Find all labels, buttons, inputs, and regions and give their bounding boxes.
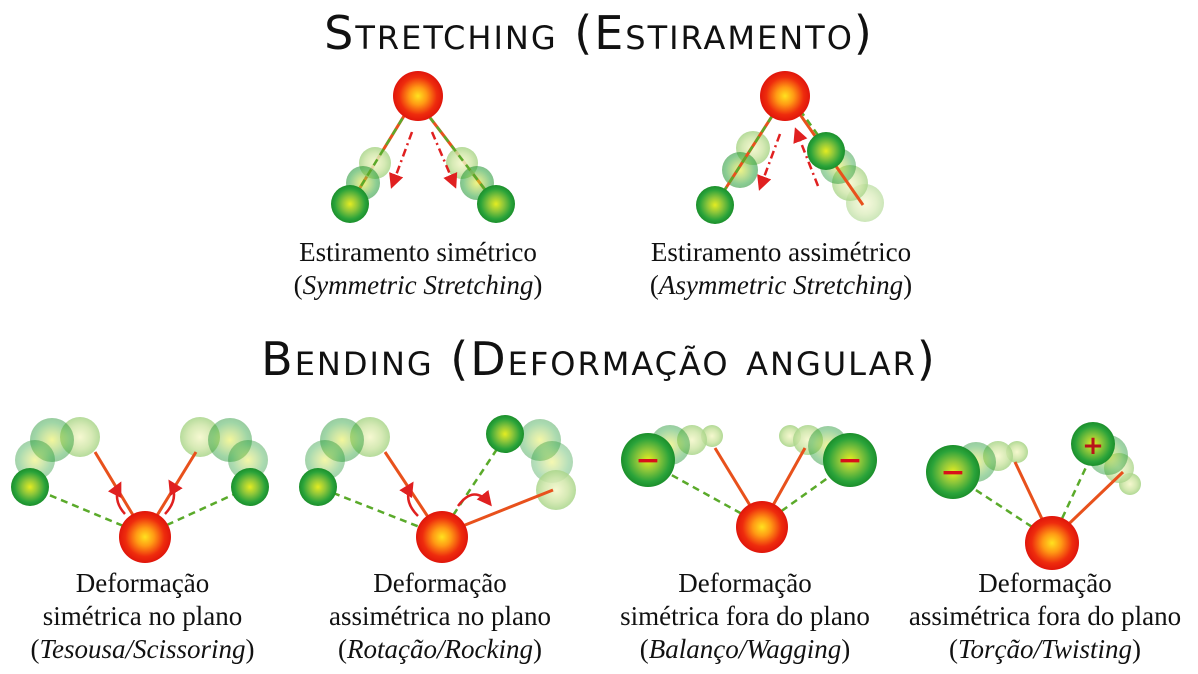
paren: ): [841, 634, 851, 664]
paren: ): [245, 634, 255, 664]
molecule-wagging: − −: [621, 425, 877, 553]
arrow: [399, 481, 419, 517]
english-name: Tesousa/Scissoring: [39, 634, 246, 664]
dashed-bond: [348, 97, 417, 205]
central-atom: [119, 511, 171, 563]
arrow: [793, 127, 820, 187]
dashed-bond: [438, 436, 507, 536]
outer-atom: [231, 468, 269, 506]
paren: (: [293, 270, 303, 300]
minus-sign: −: [635, 443, 660, 478]
outer-atom: [621, 433, 675, 487]
outer-atom: [696, 186, 734, 224]
paren: (: [649, 270, 659, 300]
ghost-atom: [536, 470, 576, 510]
outer-atom: [11, 468, 49, 506]
minus-sign: −: [837, 443, 862, 478]
stretching-title: Stretching (Estiramento): [324, 6, 874, 60]
paren: (: [338, 634, 348, 664]
central-atom: [416, 511, 468, 563]
outer-atom: [823, 433, 877, 487]
paren: (: [30, 634, 40, 664]
caption-wagging: Deformação simétrica fora do plano (Bala…: [595, 567, 895, 666]
caption-line: Deformação: [373, 568, 507, 598]
paren: ): [903, 270, 913, 300]
outer-atom: [1071, 422, 1115, 466]
arrow: [107, 481, 126, 515]
outer-atom: [477, 185, 515, 223]
english-name: Balanço/Wagging: [648, 634, 842, 664]
caption-line: assimétrica fora do plano: [908, 601, 1182, 631]
molecule-asymmetric-stretching: [696, 71, 884, 224]
central-atom: [760, 71, 810, 121]
ghost-atom: [722, 152, 758, 188]
english-name: Asymmetric Stretching: [658, 270, 904, 300]
caption-line: Estiramento simétrico: [299, 237, 537, 267]
dashed-bond: [798, 109, 832, 153]
caption-scissoring: Deformação simétrica no plano (Tesousa/S…: [0, 567, 285, 666]
central-atom: [1025, 516, 1079, 570]
caption-symmetric-stretching: Estiramento simétrico (Symmetric Stretch…: [268, 236, 568, 302]
outer-atom: [807, 132, 845, 170]
caption-line: Deformação: [978, 568, 1112, 598]
paren: (: [639, 634, 649, 664]
dashed-bond: [713, 95, 787, 206]
outer-atom: [926, 445, 980, 499]
outer-atom: [331, 185, 369, 223]
plus-sign: +: [1082, 431, 1104, 461]
arrow: [389, 131, 414, 189]
arrow: [164, 479, 183, 515]
caption-line: Deformação: [75, 568, 210, 598]
english-name: Torção/Twisting: [957, 634, 1133, 664]
central-atom: [736, 501, 788, 553]
paren: (: [948, 634, 958, 664]
minus-sign: −: [940, 455, 965, 490]
dashed-bond: [414, 97, 497, 205]
molecule-symmetric-stretching: [331, 71, 515, 223]
molecule-twisting: − +: [926, 422, 1141, 570]
outer-atom: [299, 468, 337, 506]
arrow: [430, 131, 458, 189]
caption-line: assimétrica no plano: [329, 601, 551, 631]
bending-title: Bending (Deformação angular): [261, 332, 937, 386]
caption-line: simétrica no plano: [42, 601, 243, 631]
english-name: Rotação/Rocking: [347, 634, 533, 664]
outer-atom: [486, 415, 524, 453]
paren: ): [533, 270, 543, 300]
dashed-bond: [29, 485, 146, 537]
paren: ): [1132, 634, 1142, 664]
caption-twisting: Deformação assimétrica fora do plano (To…: [895, 567, 1195, 666]
dashed-bond: [144, 485, 251, 537]
arrow: [456, 489, 492, 507]
caption-line: Deformação: [678, 568, 812, 598]
paren: ): [532, 634, 542, 664]
central-atom: [393, 71, 443, 121]
caption-asymmetric-stretching: Estiramento assimétrico (Asymmetric Stre…: [622, 236, 940, 302]
caption-line: Estiramento assimétrico: [650, 237, 912, 267]
caption-rocking: Deformação assimétrica no plano (Rotação…: [295, 567, 585, 666]
english-name: Symmetric Stretching: [302, 270, 534, 300]
dashed-bond: [317, 485, 441, 537]
molecule-rocking: [299, 415, 576, 563]
caption-line: simétrica fora do plano: [620, 601, 870, 631]
molecule-scissoring: [11, 417, 269, 563]
